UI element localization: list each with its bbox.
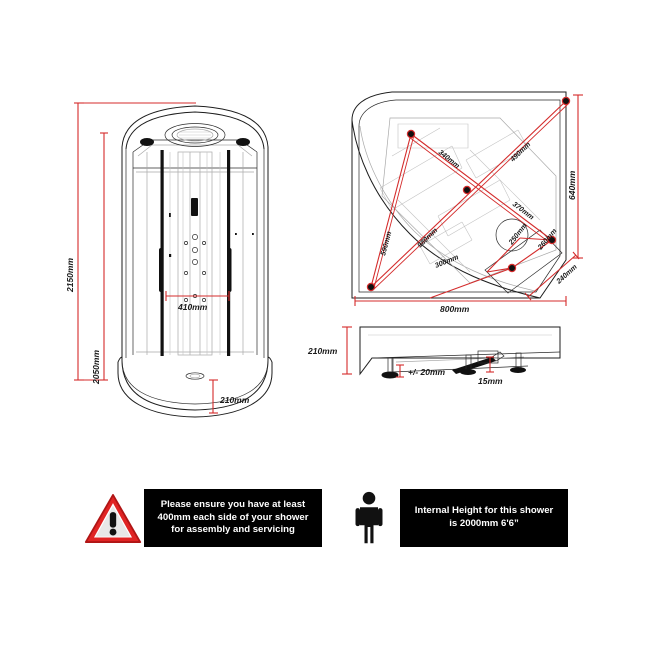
tray-section-view: 210mm +/- 20mm 15mm: [307, 326, 561, 386]
dimension-plan-depth: 640mm: [567, 94, 583, 259]
dimension-label-plan-depth: 640mm: [567, 170, 577, 200]
door-rails: [146, 150, 244, 356]
front-elevation-view: 2150mm 2050mm 410mm 210mm: [65, 102, 273, 418]
body-jets: [184, 234, 206, 302]
plan-interior-detail: [379, 117, 557, 284]
roof-lights: [140, 138, 250, 146]
back-panel-column: [177, 151, 213, 356]
drain: [185, 372, 205, 380]
cabin-outline: [117, 105, 273, 418]
notice-text-clearance: Please ensure you have at least 400mm ea…: [144, 489, 322, 547]
panel-fixtures: [169, 213, 254, 257]
plan-view: 340mm 490mm 370mm 590mm 980mm 300mm 250m…: [351, 91, 583, 314]
dimension-door-opening-width: 410mm: [165, 291, 230, 312]
plan-drain: [495, 218, 529, 252]
warning-triangle-glyph: [84, 493, 142, 543]
notice-clearance: Please ensure you have at least 400mm ea…: [82, 487, 322, 549]
dimension-label-tray-height: 210mm: [219, 395, 250, 405]
notice-text-internal-height: Internal Height for this shower is 2000m…: [400, 489, 568, 547]
plan-node-right: [547, 235, 557, 245]
control-panel: [191, 198, 198, 216]
dimension-label-diag-490: 490mm: [507, 139, 532, 164]
dimension-label-overall-height: 2150mm: [65, 258, 75, 293]
dimension-label-diag-590: 590mm: [378, 230, 393, 257]
plan-node-upper-left: [406, 129, 416, 139]
dimension-label-tray-section-height: 210mm: [307, 346, 338, 356]
person-glyph: [355, 491, 383, 544]
plan-outline: [351, 91, 567, 299]
plan-node-bottom-left: [366, 282, 376, 292]
dimension-label-cabin-height: 2050mm: [91, 350, 101, 385]
dimension-foot-height: 15mm: [478, 356, 503, 386]
dimension-tray-section-height: 210mm: [307, 326, 352, 375]
plan-node-center: [462, 185, 472, 195]
roof-vent: [164, 123, 226, 147]
dimension-cabin-height: 2050mm: [91, 132, 108, 385]
dimension-diag-240: 240mm: [524, 251, 580, 301]
dimension-label-plan-width: 800mm: [440, 304, 470, 314]
dimension-label-diag-980: 980mm: [415, 225, 440, 249]
tray-profile: [359, 326, 561, 376]
plan-node-bottom-mid: [507, 263, 517, 273]
notice-internal-height: Internal Height for this shower is 2000m…: [338, 487, 568, 549]
dimension-tray-height: 210mm: [209, 379, 250, 414]
dimension-label-diag-240: 240mm: [554, 262, 580, 286]
dimension-label-foot-height: 15mm: [478, 376, 503, 386]
dimension-overall-height: 2150mm: [65, 102, 196, 381]
warning-triangle-icon: [82, 487, 144, 549]
notice-strip: Please ensure you have at least 400mm ea…: [0, 478, 650, 558]
dimension-plan-width: 800mm: [354, 296, 567, 314]
person-icon: [338, 487, 400, 549]
dimension-label-foot-adjustment: +/- 20mm: [408, 367, 446, 377]
plan-node-top-right: [561, 96, 571, 106]
glass-panels: [132, 139, 258, 355]
dimension-label-door-opening-width: 410mm: [177, 302, 208, 312]
adjustable-feet: [381, 350, 526, 379]
plan-corner-panel: [484, 229, 563, 294]
dimension-foot-adjustment: +/- 20mm: [396, 364, 446, 378]
